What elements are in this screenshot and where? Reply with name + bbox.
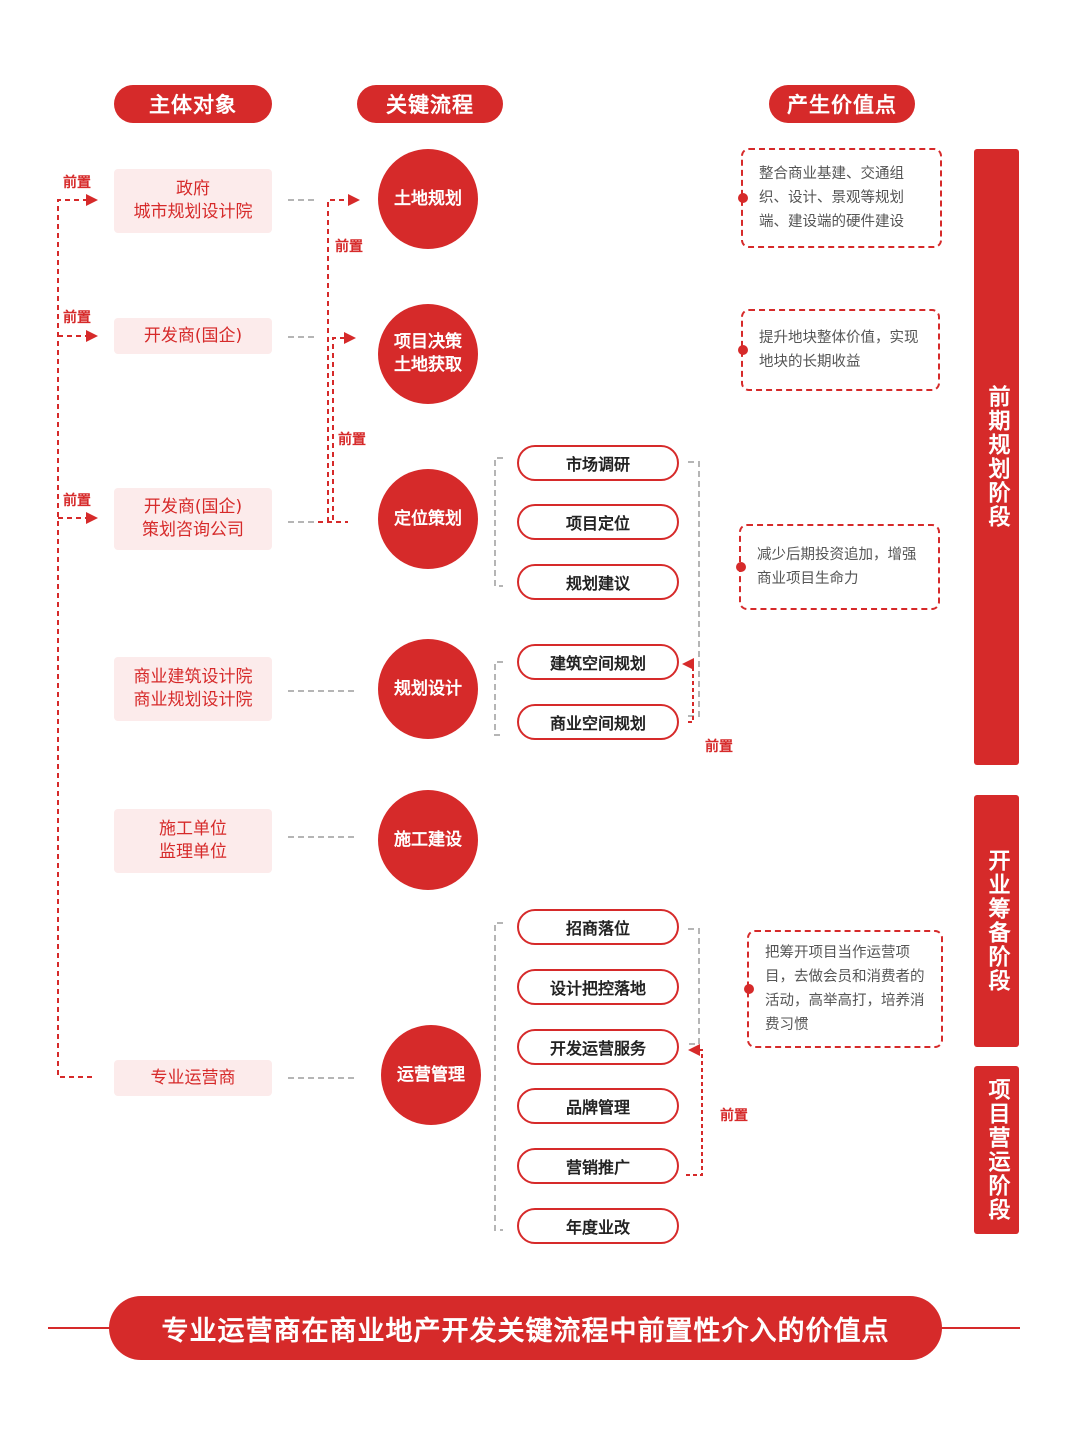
subtask-dev-operation-service: 开发运营服务 xyxy=(517,1029,679,1065)
entity-line: 施工单位 xyxy=(159,819,227,839)
process-label: 定位策划 xyxy=(394,508,462,529)
process-construction: 施工建设 xyxy=(378,790,478,890)
process-positioning: 定位策划 xyxy=(378,469,478,569)
footer-title: 专业运营商在商业地产开发关键流程中前置性介入的价值点 xyxy=(109,1296,942,1360)
process-planning-design: 规划设计 xyxy=(378,639,478,739)
entity-line: 商业规划设计院 xyxy=(133,690,253,710)
subtask-architecture-space: 建筑空间规划 xyxy=(517,644,679,680)
stage-operation: 项目营运阶段 xyxy=(974,1066,1019,1234)
bullet-dot xyxy=(738,193,748,203)
entity-construction: 施工单位 监理单位 xyxy=(114,809,272,873)
entity-line: 政府 xyxy=(176,179,210,199)
entity-line: 城市规划设计院 xyxy=(133,202,253,222)
process-label: 运营管理 xyxy=(397,1064,465,1085)
value-text: 整合商业基建、交通组织、设计、景观等规划端、建设端的硬件建设 xyxy=(759,166,904,230)
value-point-2: 提升地块整体价值，实现地块的长期收益 xyxy=(738,309,940,391)
process-land-planning: 土地规划 xyxy=(378,149,478,249)
entity-line: 开发商(国企) xyxy=(143,497,243,517)
entity-government: 政府 城市规划设计院 xyxy=(114,169,272,233)
entity-line: 策划咨询公司 xyxy=(142,520,244,540)
entity-line: 开发商(国企) xyxy=(143,325,243,346)
prefix-label: 前置 xyxy=(63,175,91,191)
bullet-dot xyxy=(736,562,746,572)
header-value: 产生价值点 xyxy=(769,85,915,123)
process-operations: 运营管理 xyxy=(381,1025,481,1125)
process-label: 项目决策 xyxy=(394,332,462,352)
bullet-dot xyxy=(738,345,748,355)
process-label: 土地获取 xyxy=(394,355,462,375)
entity-line: 监理单位 xyxy=(159,842,227,862)
bullet-dot xyxy=(744,984,754,994)
entity-developer-consulting: 开发商(国企) 策划咨询公司 xyxy=(114,488,272,550)
prefix-label: 前置 xyxy=(720,1108,748,1124)
subtask-leasing: 招商落位 xyxy=(517,909,679,945)
prefix-label: 前置 xyxy=(705,739,733,755)
value-text: 减少后期投资追加，增强商业项目生命力 xyxy=(757,547,917,587)
value-point-4: 把筹开项目当作运营项目，去做会员和消费者的活动，高举高打，培养消费习惯 xyxy=(744,930,943,1048)
entity-operator: 专业运营商 xyxy=(114,1060,272,1096)
subtask-commercial-space: 商业空间规划 xyxy=(517,704,679,740)
subtask-design-control: 设计把控落地 xyxy=(517,969,679,1005)
entity-line: 商业建筑设计院 xyxy=(133,667,253,687)
process-label: 规划设计 xyxy=(394,678,462,699)
header-subject: 主体对象 xyxy=(114,85,272,123)
header-process: 关键流程 xyxy=(357,85,503,123)
subtask-market-research: 市场调研 xyxy=(517,445,679,481)
prefix-label: 前置 xyxy=(338,432,366,448)
value-point-3: 减少后期投资追加，增强商业项目生命力 xyxy=(736,524,940,610)
value-text: 把筹开项目当作运营项目，去做会员和消费者的活动，高举高打，培养消费习惯 xyxy=(765,945,925,1033)
process-label: 施工建设 xyxy=(394,829,462,850)
prefix-label: 前置 xyxy=(63,493,91,509)
prefix-label: 前置 xyxy=(63,310,91,326)
subtask-marketing: 营销推广 xyxy=(517,1148,679,1184)
process-decision: 项目决策 土地获取 xyxy=(378,304,478,404)
stage-early-planning: 前期规划阶段 xyxy=(974,149,1019,765)
process-label: 土地规划 xyxy=(394,188,462,209)
subtask-brand-management: 品牌管理 xyxy=(517,1088,679,1124)
prefix-label: 前置 xyxy=(335,239,363,255)
subtask-annual-adjustment: 年度业改 xyxy=(517,1208,679,1244)
entity-line: 专业运营商 xyxy=(150,1067,236,1088)
subtask-planning-advice: 规划建议 xyxy=(517,564,679,600)
value-point-1: 整合商业基建、交通组织、设计、景观等规划端、建设端的硬件建设 xyxy=(738,148,942,248)
entity-design-institute: 商业建筑设计院 商业规划设计院 xyxy=(114,657,272,721)
subtask-project-positioning: 项目定位 xyxy=(517,504,679,540)
entity-developer: 开发商(国企) xyxy=(114,318,272,354)
stage-opening-prep: 开业筹备阶段 xyxy=(974,795,1019,1047)
value-text: 提升地块整体价值，实现地块的长期收益 xyxy=(759,330,919,370)
